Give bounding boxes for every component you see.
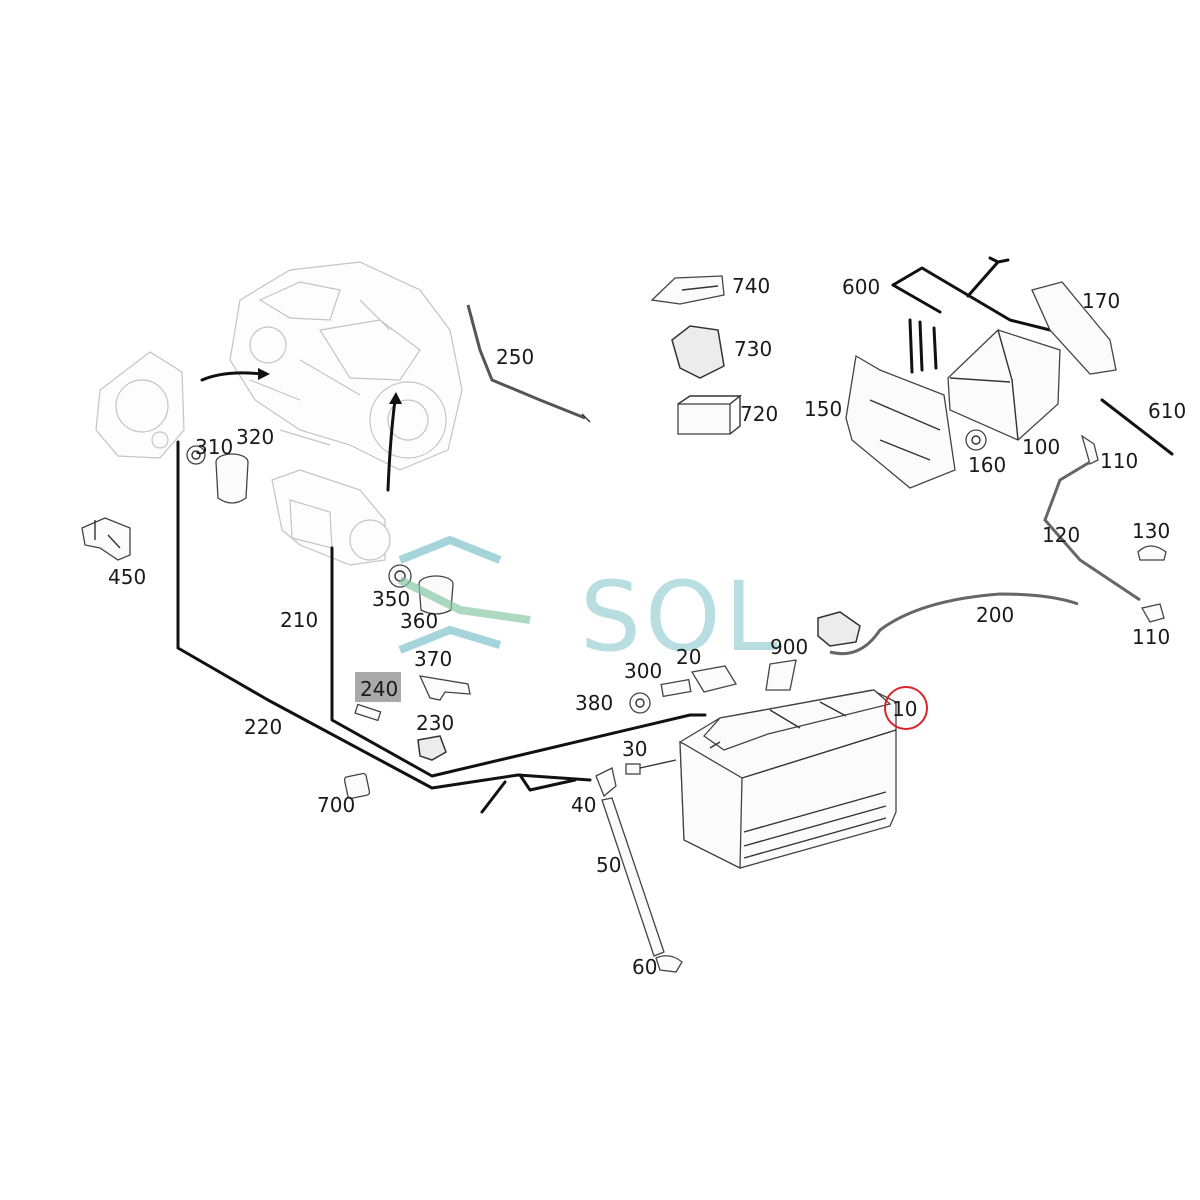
starter-motor-illustration bbox=[271, 469, 391, 566]
part-20-pad bbox=[690, 665, 738, 693]
label-740: 740 bbox=[732, 274, 770, 298]
label-320: 320 bbox=[236, 425, 274, 449]
label-160: 160 bbox=[968, 453, 1006, 477]
part-150-tray bbox=[845, 354, 956, 489]
part-110-terminal-top bbox=[1080, 434, 1099, 465]
label-230: 230 bbox=[416, 711, 454, 735]
label-130: 130 bbox=[1132, 519, 1170, 543]
label-10: 10 bbox=[892, 697, 917, 721]
label-200: 200 bbox=[976, 603, 1014, 627]
label-700: 700 bbox=[317, 793, 355, 817]
arrow-head-1 bbox=[258, 368, 270, 380]
label-310: 310 bbox=[195, 435, 233, 459]
label-220: 220 bbox=[244, 715, 282, 739]
watermark-text: SOL bbox=[580, 561, 782, 673]
cable-200 bbox=[829, 592, 1079, 656]
part-40-fitting bbox=[595, 767, 617, 798]
alternator-illustration bbox=[95, 351, 185, 459]
label-110-bottom: 110 bbox=[1132, 625, 1170, 649]
part-700-sleeve bbox=[343, 772, 371, 800]
part-380-nut bbox=[629, 692, 651, 714]
part-240-bolt bbox=[354, 703, 382, 722]
label-250: 250 bbox=[496, 345, 534, 369]
part-30-screw bbox=[625, 759, 677, 775]
label-720: 720 bbox=[740, 402, 778, 426]
highlight-circle-10 bbox=[884, 686, 928, 730]
part-720-fuse-box bbox=[677, 394, 742, 435]
label-210: 210 bbox=[280, 608, 318, 632]
label-100: 100 bbox=[1022, 435, 1060, 459]
label-170: 170 bbox=[1082, 289, 1120, 313]
label-110-top: 110 bbox=[1100, 449, 1138, 473]
label-450: 450 bbox=[108, 565, 146, 589]
cable-branch bbox=[480, 773, 577, 814]
battery-illustration bbox=[679, 689, 897, 870]
watermark-logo bbox=[398, 535, 531, 654]
part-740-fuse bbox=[650, 275, 725, 305]
label-730: 730 bbox=[734, 337, 772, 361]
engine-illustration bbox=[229, 261, 463, 471]
part-230-clip bbox=[417, 735, 447, 761]
part-170-cover bbox=[1031, 281, 1117, 375]
label-50: 50 bbox=[596, 853, 621, 877]
part-60-cap bbox=[655, 955, 683, 973]
label-300: 300 bbox=[624, 659, 662, 683]
label-120: 120 bbox=[1042, 523, 1080, 547]
part-160-grommet bbox=[965, 429, 987, 451]
arrow-to-flywheel bbox=[386, 398, 397, 492]
label-610: 610 bbox=[1148, 399, 1186, 423]
part-110-terminal-bottom bbox=[1140, 603, 1165, 623]
label-350: 350 bbox=[372, 587, 410, 611]
part-600-lines bbox=[891, 256, 1052, 374]
part-100-battery-box bbox=[947, 329, 1061, 441]
part-300-bolt bbox=[660, 678, 692, 698]
cable-250 bbox=[466, 304, 586, 420]
label-60: 60 bbox=[632, 955, 657, 979]
highlight-box-240 bbox=[355, 672, 401, 702]
part-310-nut bbox=[186, 445, 206, 465]
label-30: 30 bbox=[622, 737, 647, 761]
label-240: 240 bbox=[360, 677, 398, 701]
part-370-bracket bbox=[418, 675, 471, 701]
part-900-shield bbox=[765, 659, 797, 691]
label-900: 900 bbox=[770, 635, 808, 659]
cable-210 bbox=[330, 546, 707, 778]
label-360: 360 bbox=[400, 609, 438, 633]
part-130-cap bbox=[1137, 545, 1167, 561]
label-20: 20 bbox=[676, 645, 701, 669]
arrow-to-engine bbox=[200, 371, 264, 382]
cable-120 bbox=[1043, 460, 1141, 602]
part-450-bracket bbox=[81, 517, 131, 561]
arrow-head-2 bbox=[389, 392, 402, 404]
part-610-line bbox=[1100, 398, 1174, 456]
label-380: 380 bbox=[575, 691, 613, 715]
part-50-tube bbox=[601, 797, 665, 957]
label-370: 370 bbox=[414, 647, 452, 671]
part-900-sensor bbox=[817, 611, 861, 647]
label-40: 40 bbox=[571, 793, 596, 817]
label-150: 150 bbox=[804, 397, 842, 421]
cable-220 bbox=[176, 440, 592, 790]
label-600: 600 bbox=[842, 275, 880, 299]
cable-250-end bbox=[581, 413, 591, 423]
part-320-sleeve bbox=[215, 453, 249, 504]
part-730-relay bbox=[671, 325, 725, 379]
